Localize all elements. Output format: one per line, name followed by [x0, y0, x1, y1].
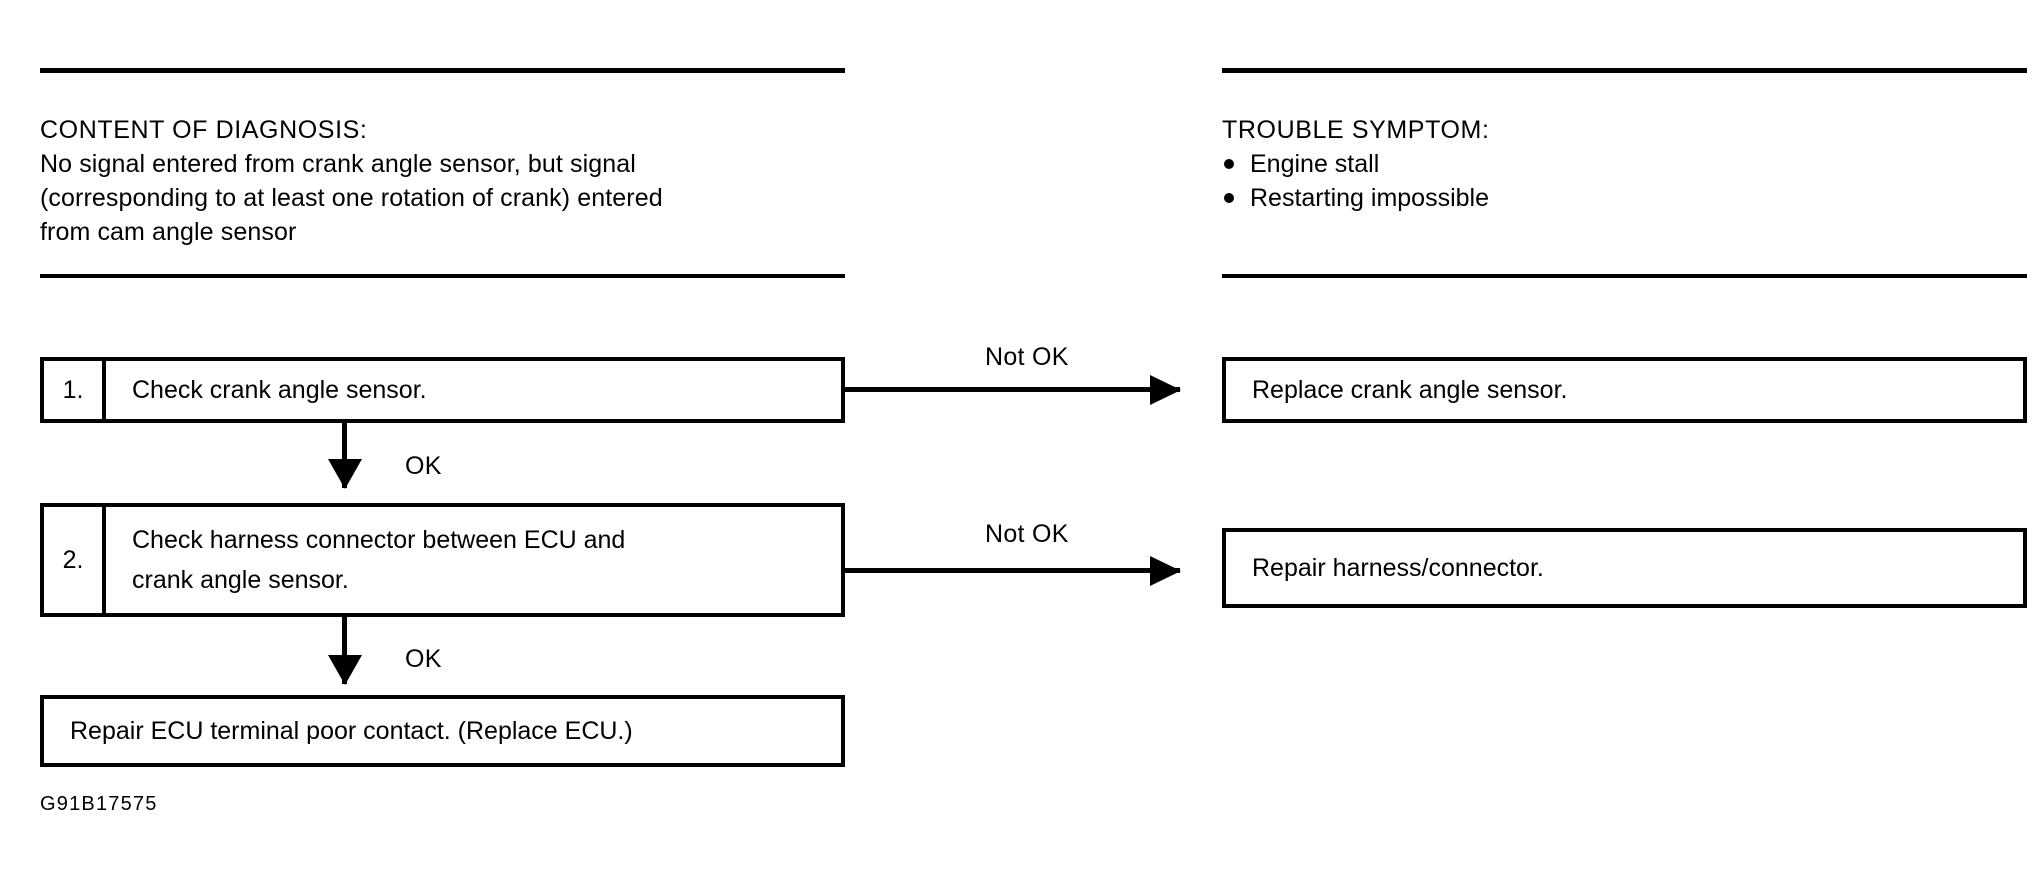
bullet-icon: [1224, 193, 1234, 203]
final-action-text-line: Repair ECU terminal poor contact. (Repla…: [70, 717, 633, 745]
step-number-2: 2.: [44, 507, 106, 613]
figure-id-label: G91B17575: [40, 793, 158, 815]
not-ok-arrow-1: [845, 374, 1181, 405]
step-text-line: Check harness connector between ECU and: [132, 526, 626, 554]
arrow-head-icon: [1150, 555, 1181, 586]
arrow-head-icon: [327, 655, 362, 685]
result-text-line: Replace crank angle sensor.: [1252, 376, 1568, 404]
not-ok-arrow-2: [845, 555, 1181, 586]
step-box-2[interactable]: 2. Check harness connector between ECU a…: [40, 503, 845, 617]
result-box-2[interactable]: Repair harness/connector.: [1222, 528, 2027, 608]
left-bottom-divider: [40, 274, 845, 278]
list-item: Engine stall: [1222, 147, 1489, 181]
left-top-divider: [40, 68, 845, 73]
right-top-divider: [1222, 68, 2027, 73]
edge-label-ok-2: OK: [405, 645, 442, 673]
edge-label-not-ok-1: Not OK: [985, 343, 1069, 371]
trouble-symptom-heading: TROUBLE SYMPTOM:: [1222, 116, 1490, 144]
step-body-1: Check crank angle sensor.: [106, 361, 841, 419]
symptom-item-label: Engine stall: [1250, 150, 1380, 178]
list-item: Restarting impossible: [1222, 181, 1489, 215]
final-action-box[interactable]: Repair ECU terminal poor contact. (Repla…: [40, 695, 845, 767]
step-number-1: 1.: [44, 361, 106, 419]
arrow-head-icon: [1150, 374, 1181, 405]
diagnosis-line-2: (corresponding to at least one rotation …: [40, 184, 663, 212]
step-body-2: Check harness connector between ECU and …: [106, 507, 841, 613]
content-of-diagnosis-heading: CONTENT OF DIAGNOSIS:: [40, 116, 368, 144]
result-text-line: Repair harness/connector.: [1252, 554, 1544, 582]
arrow-head-icon: [327, 459, 362, 489]
content-of-diagnosis-text: No signal entered from crank angle senso…: [40, 147, 663, 249]
ok-arrow-2: [327, 617, 362, 685]
right-bottom-divider: [1222, 274, 2027, 278]
result-box-1[interactable]: Replace crank angle sensor.: [1222, 357, 2027, 423]
diagnosis-line-3: from cam angle sensor: [40, 218, 297, 246]
symptom-item-label: Restarting impossible: [1250, 184, 1489, 212]
step-text-line: crank angle sensor.: [132, 566, 349, 594]
trouble-symptom-list: Engine stall Restarting impossible: [1222, 147, 1489, 215]
edge-label-ok-1: OK: [405, 452, 442, 480]
result-body-2: Repair harness/connector.: [1226, 532, 2023, 604]
bullet-icon: [1224, 159, 1234, 169]
ok-arrow-1: [327, 423, 362, 489]
result-body-1: Replace crank angle sensor.: [1226, 361, 2023, 419]
step-text-line: Check crank angle sensor.: [132, 376, 427, 404]
edge-label-not-ok-2: Not OK: [985, 520, 1069, 548]
final-action-body: Repair ECU terminal poor contact. (Repla…: [44, 699, 841, 763]
step-box-1[interactable]: 1. Check crank angle sensor.: [40, 357, 845, 423]
diagnosis-line-1: No signal entered from crank angle senso…: [40, 150, 636, 178]
